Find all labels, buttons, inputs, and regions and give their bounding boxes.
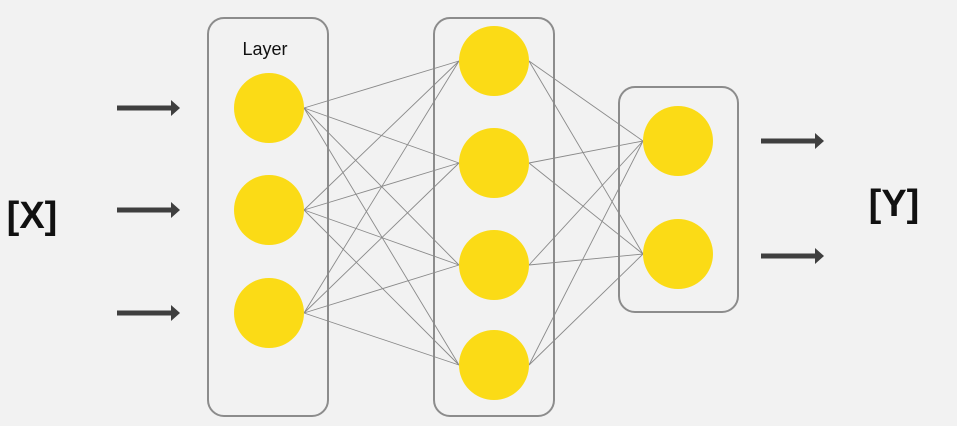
connection-0-1-0 [303,60,460,211]
input-arrow-3 [117,305,180,321]
connection-1-3-1 [528,253,644,366]
connection-0-2-3 [303,312,460,366]
neurons [234,26,713,400]
hidden-layer-box [433,17,555,417]
connection-1-1-0 [528,140,644,164]
input-layer-box [207,17,329,417]
hidden-layer-node-4 [459,330,529,400]
input-arrow-1 [117,100,180,116]
input-arrow-2-head [171,202,180,218]
input-label: [X] [7,195,58,237]
output-arrow-2 [761,248,824,264]
connection-0-0-3 [303,107,460,366]
input-arrow-3-head [171,305,180,321]
output-layer-node-2 [643,219,713,289]
connection-1-2-1 [528,253,644,266]
input-layer-node-2 [234,175,304,245]
connection-0-2-1 [303,162,460,314]
connection-1-1-1 [528,162,644,255]
output-arrow-1 [761,133,824,149]
hidden-layer-node-1 [459,26,529,96]
input-arrow-1-head [171,100,180,116]
connection-1-0-0 [528,60,644,142]
connection-1-0-1 [528,60,644,255]
output-arrow-1-head [815,133,824,149]
layer-caption: Layer [242,39,287,59]
connection-lines [303,60,644,366]
connection-1-2-0 [528,140,644,266]
connection-0-1-3 [303,209,460,366]
connection-1-3-0 [528,140,644,366]
layer-boxes [207,17,739,417]
connection-0-2-0 [303,60,460,314]
output-layer-box [618,86,739,313]
hidden-layer-node-2 [459,128,529,198]
io-arrows [117,100,824,321]
output-layer-node-1 [643,106,713,176]
output-label: [Y] [869,183,920,225]
connection-0-2-2 [303,264,460,314]
connection-0-0-0 [303,60,460,109]
hidden-layer-node-3 [459,230,529,300]
output-arrow-2-head [815,248,824,264]
input-arrow-2 [117,202,180,218]
input-layer-node-1 [234,73,304,143]
input-layer-node-3 [234,278,304,348]
